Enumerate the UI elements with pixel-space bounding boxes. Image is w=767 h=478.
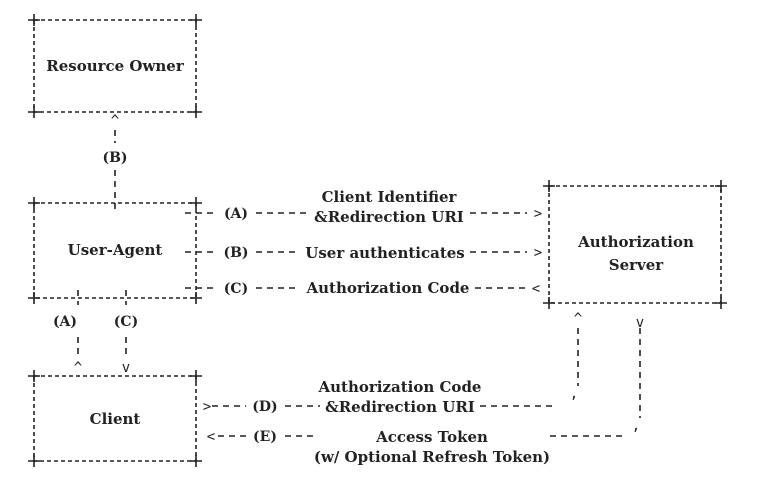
step-b-flow: (B): [223, 245, 248, 261]
client-label: Client: [90, 410, 141, 428]
message-optional-refresh-token: (w/ Optional Refresh Token): [314, 448, 550, 466]
step-e-flow: (E): [253, 429, 277, 445]
step-c-left: (C): [114, 314, 138, 330]
arrowhead-right-d: >: [203, 399, 211, 415]
step-c-flow: (C): [224, 281, 248, 297]
tick-mark-e: ,: [632, 418, 640, 434]
arrowhead-right-a: >: [534, 206, 542, 222]
authorization-server-box: [548, 185, 722, 304]
arrowhead-left-c: <: [532, 281, 540, 297]
authorization-server-label-line2: Server: [609, 256, 665, 274]
message-user-authenticates: User authenticates: [305, 244, 465, 262]
step-b-top: (B): [102, 150, 127, 166]
connector-lines: [77, 130, 641, 437]
message-redirection-uri-d: &Redirection URI: [325, 398, 475, 416]
step-a-flow: (A): [224, 206, 248, 222]
arrowhead-down-client: v: [122, 360, 130, 376]
message-redirection-uri-a: &Redirection URI: [314, 208, 464, 226]
arrowhead-left-e: <: [207, 429, 215, 445]
step-d-flow: (D): [252, 399, 277, 415]
tick-mark-d: ,: [570, 386, 578, 402]
client-box: [33, 375, 197, 462]
arrowhead-up-client: ^: [74, 360, 82, 376]
arrowhead-down-auth-server: v: [636, 315, 644, 331]
message-authorization-code-d: Authorization Code: [318, 378, 482, 396]
arrowhead-up-resource-owner: ^: [111, 113, 119, 129]
step-a-left: (A): [53, 314, 77, 330]
arrowhead-up-auth-server: ^: [574, 311, 582, 327]
resource-owner-label: Resource Owner: [46, 57, 185, 75]
authorization-server-label-line1: Authorization: [577, 233, 694, 251]
resource-owner-box: [33, 19, 197, 113]
arrowhead-right-b: >: [534, 245, 542, 261]
user-agent-label: User-Agent: [68, 241, 163, 259]
message-authorization-code-c: Authorization Code: [306, 279, 470, 297]
corner-marks: [28, 14, 727, 467]
message-access-token: Access Token: [375, 428, 488, 446]
message-client-identifier: Client Identifier: [322, 188, 458, 206]
